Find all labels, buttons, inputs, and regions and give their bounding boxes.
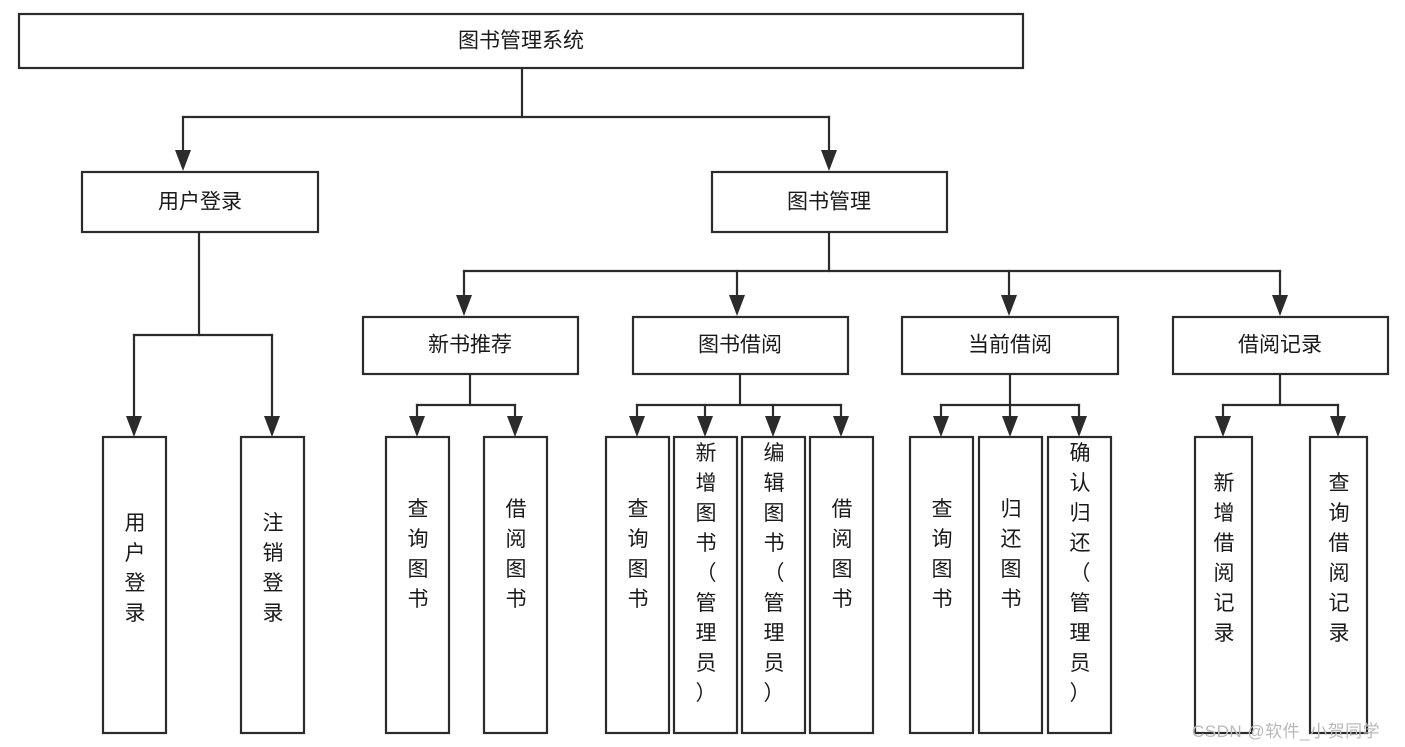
node-root[interactable]: 图书管理系统 — [17, 12, 1025, 70]
node-root-label: 图书管理系统 — [458, 30, 584, 53]
node-book-borrow-box — [631, 315, 850, 376]
arrow-bookborrow-leaf-4 — [833, 416, 849, 437]
leaf-book-borrow-3-label: 编辑图书（管理员） — [764, 442, 785, 705]
leaf-current-borrow-3[interactable]: 确认归还（管理员） — [1046, 435, 1113, 735]
leaf-book-borrow-2[interactable]: 新增图书（管理员） — [672, 435, 739, 735]
arrow-bookborrow-leaf-3 — [765, 416, 781, 437]
leaf-new-book-2[interactable]: 借阅图书 — [482, 435, 549, 735]
node-book-borrow[interactable]: 图书借阅 — [631, 315, 850, 376]
leaf-book-borrow-1-box — [604, 435, 671, 735]
leaf-book-borrow-4-label: 借阅图书 — [832, 498, 853, 611]
node-current-borrow[interactable]: 当前借阅 — [900, 315, 1120, 376]
node-borrow-record[interactable]: 借阅记录 — [1171, 315, 1390, 376]
leaf-current-borrow-2[interactable]: 归还图书 — [977, 435, 1044, 735]
arrow-userlogin-leaf-2 — [264, 416, 280, 437]
node-book-manage[interactable]: 图书管理 — [710, 170, 949, 234]
arrow-currentborrow-leaf-3 — [1071, 416, 1087, 437]
leaf-book-borrow-2-box — [672, 435, 739, 735]
leaf-user-login-2-label: 注销登录 — [263, 512, 284, 625]
node-user-login-box — [80, 170, 320, 234]
arrow-to-new-book-recommend — [456, 295, 472, 316]
node-book-manage-label: 图书管理 — [787, 191, 871, 214]
arrow-to-current-borrow — [1001, 295, 1017, 316]
leaf-current-borrow-3-box — [1046, 435, 1113, 735]
leaf-book-borrow-4-box — [808, 435, 875, 735]
leaf-borrow-record-1-label: 新增借阅记录 — [1214, 472, 1235, 645]
node-user-login-label: 用户登录 — [158, 191, 242, 214]
leaf-user-login-2-box — [239, 435, 306, 735]
leaf-current-borrow-2-box — [977, 435, 1044, 735]
node-root-box — [17, 12, 1025, 70]
leaf-new-book-2-box — [482, 435, 549, 735]
leaf-current-borrow-2-label: 归还图书 — [1001, 498, 1022, 611]
leaf-borrow-record-1-box — [1193, 435, 1254, 735]
leaf-book-borrow-1[interactable]: 查询图书 — [604, 435, 671, 735]
arrow-to-borrow-record — [1272, 295, 1288, 316]
leaf-user-login-1-label: 用户登录 — [125, 512, 146, 625]
leaf-current-borrow-3-label: 确认归还（管理员） — [1070, 442, 1091, 705]
leaf-new-book-1-label: 查询图书 — [408, 498, 429, 611]
leaf-user-login-1-box — [101, 435, 168, 735]
leaf-new-book-1-box — [384, 435, 451, 735]
node-borrow-record-box — [1171, 315, 1390, 376]
arrow-bookborrow-leaf-2 — [697, 416, 713, 437]
leaf-book-borrow-1-label: 查询图书 — [628, 498, 649, 611]
node-current-borrow-label: 当前借阅 — [968, 334, 1052, 357]
arrow-userlogin-leaf-1 — [126, 416, 142, 437]
leaf-book-borrow-2-label: 新增图书（管理员） — [696, 442, 717, 705]
leaf-new-book-2-label: 借阅图书 — [506, 498, 527, 611]
leaf-current-borrow-1-label: 查询图书 — [932, 498, 953, 611]
leaf-borrow-record-2-label: 查询借阅记录 — [1329, 472, 1350, 645]
leaf-borrow-record-2-box — [1308, 435, 1369, 735]
leaf-user-login-2[interactable]: 注销登录 — [239, 435, 306, 735]
node-book-borrow-label: 图书借阅 — [698, 334, 782, 357]
arrow-bookborrow-leaf-1 — [629, 416, 645, 437]
arrow-to-book-borrow — [729, 295, 745, 316]
arrow-newbook-leaf-1 — [409, 416, 425, 437]
node-new-book-recommend-box — [361, 315, 580, 376]
arrow-to-book-manage — [821, 150, 837, 171]
leaf-book-borrow-4[interactable]: 借阅图书 — [808, 435, 875, 735]
leaf-current-borrow-1[interactable]: 查询图书 — [908, 435, 975, 735]
connector-layer — [126, 66, 1346, 437]
arrow-borrowrecord-leaf-1 — [1215, 416, 1231, 437]
node-borrow-record-label: 借阅记录 — [1238, 334, 1322, 357]
arrow-newbook-leaf-2 — [507, 416, 523, 437]
arrow-borrowrecord-leaf-2 — [1330, 416, 1346, 437]
leaf-book-borrow-3-box — [740, 435, 807, 735]
arrow-currentborrow-leaf-1 — [933, 416, 949, 437]
leaf-new-book-1[interactable]: 查询图书 — [384, 435, 451, 735]
node-new-book-recommend[interactable]: 新书推荐 — [361, 315, 580, 376]
node-book-manage-box — [710, 170, 949, 234]
node-new-book-recommend-label: 新书推荐 — [428, 334, 512, 357]
arrow-to-user-login — [175, 150, 191, 171]
leaf-book-borrow-3[interactable]: 编辑图书（管理员） — [740, 435, 807, 735]
leaf-current-borrow-1-box — [908, 435, 975, 735]
leaf-borrow-record-1[interactable]: 新增借阅记录 — [1193, 435, 1254, 735]
node-user-login[interactable]: 用户登录 — [80, 170, 320, 234]
leaf-user-login-1[interactable]: 用户登录 — [101, 435, 168, 735]
leaf-borrow-record-2[interactable]: 查询借阅记录 — [1308, 435, 1369, 735]
arrow-currentborrow-leaf-2 — [1002, 416, 1018, 437]
node-current-borrow-box — [900, 315, 1120, 376]
